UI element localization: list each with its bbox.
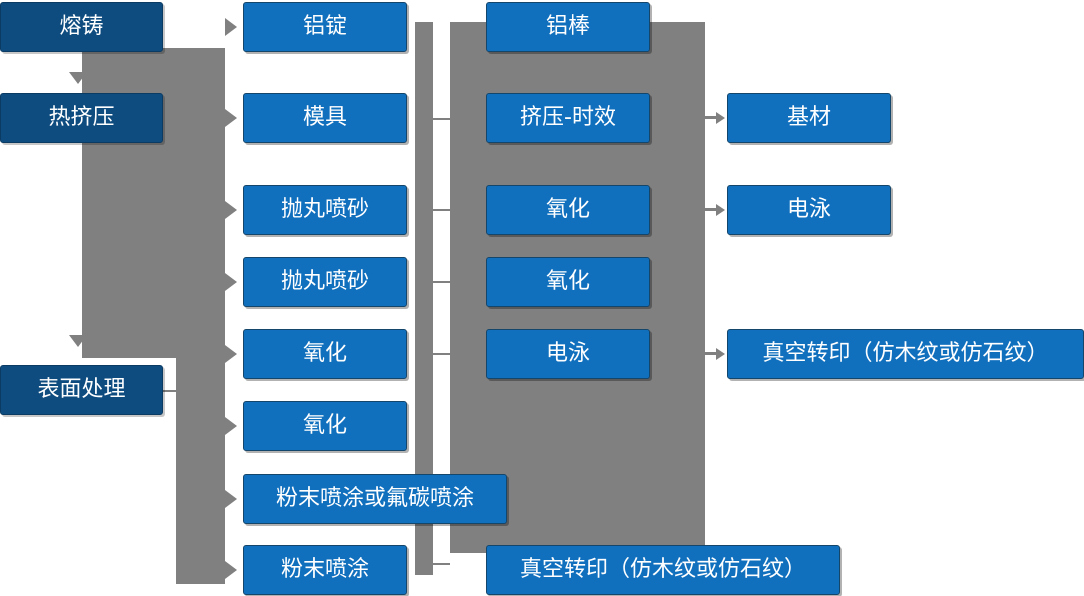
- process-label-col2-3: 抛丸喷砂: [280, 196, 369, 222]
- process-label-col4-2: 电泳: [786, 196, 831, 222]
- arrow-down-icon-extrusion: [69, 335, 87, 347]
- process-box-col3-5[interactable]: 电泳: [486, 329, 650, 379]
- arrow-right-icon-c2-4: [225, 273, 237, 291]
- bar-tick-2: [433, 209, 450, 211]
- arrow-right-icon-c4-2: [716, 204, 725, 216]
- process-box-col2-3[interactable]: 抛丸喷砂: [243, 185, 407, 235]
- process-label-col3-6: 真空转印（仿木纹或仿石纹）: [519, 556, 806, 582]
- surface-stage-connector-line: [163, 390, 183, 392]
- arrow-right-icon-c2-7: [225, 490, 237, 508]
- arrow-stem-c4-1: [705, 116, 717, 119]
- stage-label-extrusion: 热挤压: [48, 104, 115, 130]
- stage-label-melting: 熔铸: [59, 13, 104, 39]
- process-box-col2-5[interactable]: 氧化: [243, 329, 407, 379]
- arrow-right-icon-c2-1: [225, 18, 237, 36]
- bar-tick-4: [433, 353, 450, 355]
- arrow-right-icon-c2-8: [225, 561, 237, 579]
- process-box-col4-2[interactable]: 电泳: [727, 185, 891, 235]
- process-label-col2-6: 氧化: [302, 412, 347, 438]
- process-box-col3-2[interactable]: 挤压-时效: [486, 93, 650, 143]
- arrow-right-icon-c4-1: [716, 112, 725, 124]
- bar-tick-5: [433, 563, 450, 565]
- bar-tick-1: [433, 118, 450, 120]
- arrow-stem-c4-2: [705, 208, 717, 211]
- process-box-col2-4[interactable]: 抛丸喷砂: [243, 257, 407, 307]
- arrow-right-icon-c2-3: [225, 201, 237, 219]
- bar-gap-1: [433, 22, 450, 118]
- process-label-col3-2: 挤压-时效: [520, 104, 616, 130]
- process-label-col3-1: 铝棒: [545, 13, 590, 39]
- process-box-col4-1[interactable]: 基材: [727, 93, 891, 143]
- process-box-col2-2[interactable]: 模具: [243, 93, 407, 143]
- stage-box-surface[interactable]: 表面处理: [0, 365, 163, 415]
- bar-tick-3: [433, 281, 450, 283]
- arrow-stem-c4-3: [705, 352, 717, 355]
- process-box-col3-1[interactable]: 铝棒: [486, 2, 650, 52]
- arrow-right-icon-c2-5: [225, 345, 237, 363]
- process-label-col2-5: 氧化: [302, 340, 347, 366]
- process-box-col2-1[interactable]: 铝锭: [243, 2, 407, 52]
- process-label-col2-7: 粉末喷涂或氟碳喷涂: [275, 485, 474, 511]
- process-box-col2-7[interactable]: 粉末喷涂或氟碳喷涂: [243, 474, 507, 524]
- column2-to-column3-bar: [415, 22, 433, 575]
- process-label-col2-2: 模具: [302, 104, 347, 130]
- process-box-col3-4[interactable]: 氧化: [486, 257, 650, 307]
- arrow-down-icon-melting: [69, 72, 87, 84]
- stage-box-melting[interactable]: 熔铸: [0, 2, 163, 52]
- bar-gap-4: [433, 283, 450, 351]
- process-box-col2-8[interactable]: 粉末喷涂: [243, 545, 407, 595]
- process-label-col4-1: 基材: [786, 104, 831, 130]
- stage-connector-narrow: [176, 48, 225, 584]
- process-label-col3-4: 氧化: [545, 268, 590, 294]
- arrow-right-icon-c2-6: [225, 417, 237, 435]
- arrow-right-icon-c2-2: [225, 109, 237, 127]
- process-box-col4-3[interactable]: 真空转印（仿木纹或仿石纹）: [727, 329, 1084, 379]
- stage-label-surface: 表面处理: [37, 376, 126, 402]
- process-box-col3-3[interactable]: 氧化: [486, 185, 650, 235]
- arrow-right-icon-c4-3: [716, 348, 725, 360]
- process-label-col2-1: 铝锭: [302, 13, 347, 39]
- process-label-col2-4: 抛丸喷砂: [280, 268, 369, 294]
- process-label-col3-3: 氧化: [545, 196, 590, 222]
- process-box-col2-6[interactable]: 氧化: [243, 401, 407, 451]
- bar-gap-2: [433, 120, 450, 207]
- bar-gap-3: [433, 211, 450, 279]
- process-label-col2-8: 粉末喷涂: [280, 556, 369, 582]
- stage-box-extrusion[interactable]: 热挤压: [0, 93, 163, 143]
- process-box-col3-6[interactable]: 真空转印（仿木纹或仿石纹）: [486, 545, 840, 595]
- process-label-col4-3: 真空转印（仿木纹或仿石纹）: [762, 340, 1049, 366]
- process-label-col3-5: 电泳: [545, 340, 590, 366]
